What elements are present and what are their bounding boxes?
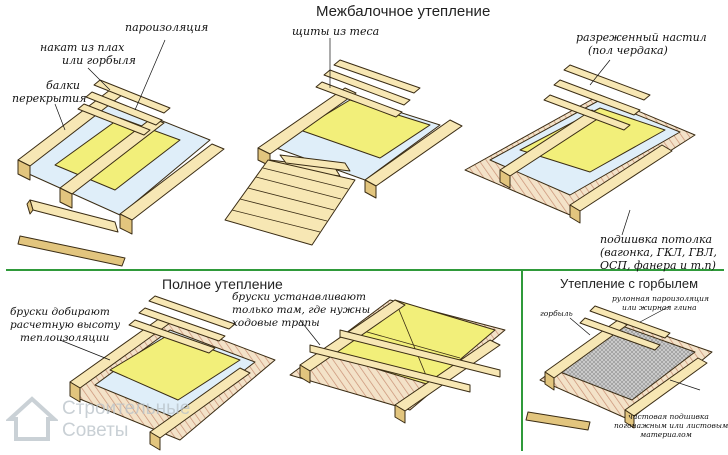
title-interbeam-insulation: Межбалочное утепление	[316, 3, 491, 20]
label-slab-line2: или горбыля	[62, 54, 136, 67]
label-roll-line1: рулонная пароизоляция	[612, 294, 709, 303]
watermark-line2: Советы	[62, 420, 129, 441]
leader-lines	[54, 38, 701, 391]
label-beams-line1: балки	[46, 79, 80, 92]
label-bars-line1: бруски добирают	[10, 306, 110, 318]
drawing-full-right	[289, 299, 506, 424]
label-finish-line3: материалом	[640, 430, 692, 439]
label-attic-line2: (пол чердака)	[588, 44, 668, 57]
drawing-full-left	[69, 295, 276, 451]
label-gorbyl: горбыль	[540, 309, 573, 318]
label-walk-line1: бруски устанавливают	[232, 291, 366, 303]
label-ceiling-line2: (вагонка, ГКЛ, ГВЛ,	[600, 246, 717, 259]
watermark-house-icon	[6, 396, 58, 441]
label-bars-line2: расчетную высоту	[10, 319, 121, 331]
label-ceiling-line3: ОСП, фанера и т.п)	[600, 259, 716, 272]
label-beams-line2: перекрытия	[12, 92, 87, 105]
label-finish-line1: чистовая подшивка	[628, 412, 709, 421]
label-walk-line3: ходовые трапы	[232, 317, 320, 329]
label-slab-line1: накат из плах	[40, 41, 125, 54]
title-gorbyl-insulation: Утепление с горбылем	[560, 276, 699, 291]
drawing-interbeam-attic	[464, 64, 696, 224]
label-finish-line2: погонажным или листовым	[614, 421, 728, 430]
label-bars-line3: теплоизоляции	[20, 332, 110, 344]
drawing-gorbyl	[525, 305, 713, 431]
label-roll-line2: или жирная глина	[622, 303, 697, 312]
watermark-line1: Строительные	[62, 398, 191, 419]
title-full-insulation: Полное утепление	[162, 276, 283, 292]
label-ceiling-line1: подшивка потолка	[600, 233, 713, 246]
drawing-interbeam-basic	[17, 79, 225, 267]
label-boards: щиты из теса	[292, 25, 380, 38]
label-walk-line2: только там, где нужны	[232, 304, 371, 316]
label-vapor-barrier: пароизоляция	[125, 21, 209, 34]
drawing-interbeam-boards	[224, 59, 463, 246]
label-attic-line1: разреженный настил	[576, 31, 707, 44]
